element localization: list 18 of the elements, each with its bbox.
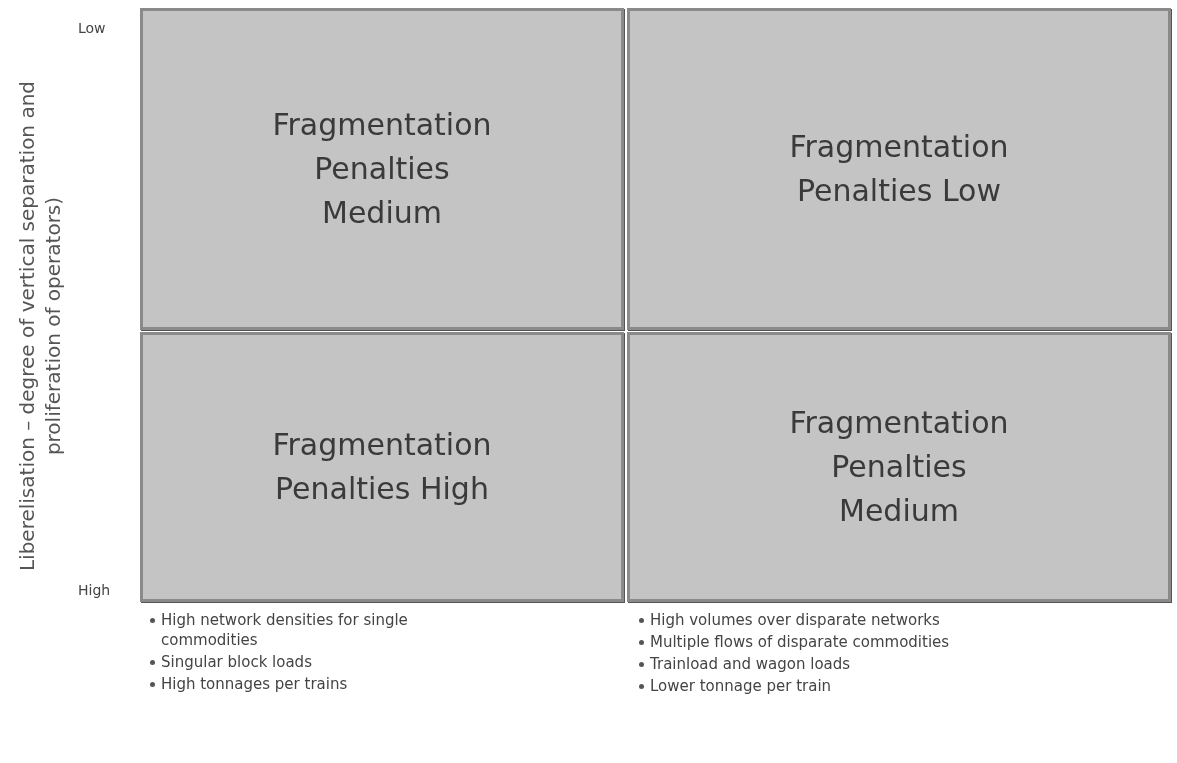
bullet-text: High network densities for single commodities	[161, 610, 409, 650]
bullet-text: Trainload and wagon loads	[650, 654, 851, 674]
quadrant-box	[627, 332, 1171, 602]
quadrant-title: Fragmentation Penalties High	[271, 426, 493, 508]
quadrant-title: Fragmentation Penalties Medium	[271, 106, 493, 232]
bullet-text: High tonnages per trains	[161, 674, 348, 694]
axis-title: Liberelisation – degree of vertical separation and proliferation of operators)	[14, 79, 66, 574]
quadrant-box	[140, 8, 624, 330]
bullet-text: Lower tonnage per train	[650, 676, 832, 696]
quadrant-title: Fragmentation Penalties Low	[788, 128, 1010, 210]
bullet-text: Singular block loads	[161, 652, 312, 672]
bullet-text: High volumes over disparate networks	[650, 610, 940, 630]
bullet-text: Multiple flows of disparate commodities	[650, 632, 950, 652]
quadrant-box	[627, 8, 1171, 330]
axis-tick-label: Low	[78, 20, 106, 36]
quadrant-title: Fragmentation Penalties Medium	[788, 404, 1010, 530]
quadrant-box	[140, 332, 624, 602]
axis-tick-label: High	[78, 582, 111, 598]
